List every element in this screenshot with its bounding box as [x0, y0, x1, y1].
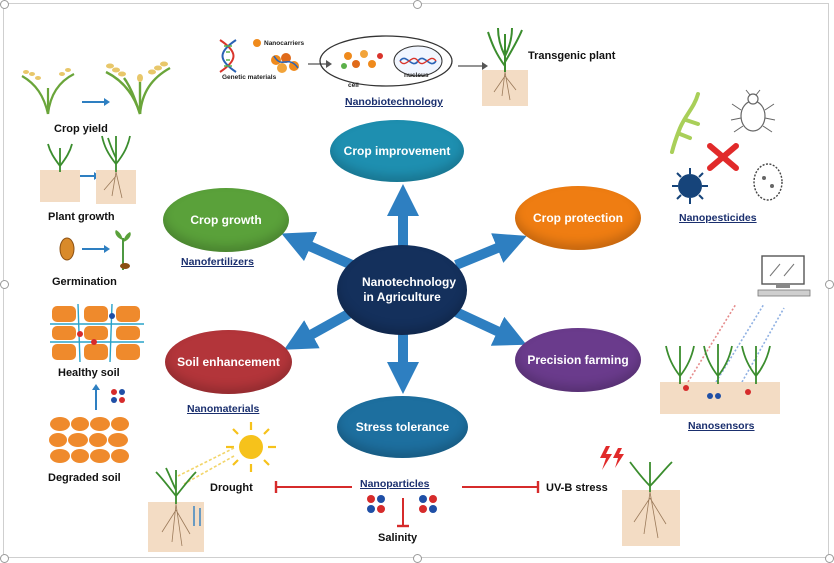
- node-crop-protection: Crop protection: [515, 186, 641, 250]
- healthy-soil-icon: [50, 303, 144, 363]
- soil-improvement-arrow: [92, 384, 100, 410]
- plant-growth-after-icon: [96, 135, 136, 204]
- center-hub-label: Nanotechnology in Agriculture: [362, 275, 457, 304]
- cross-icon: [707, 143, 739, 171]
- drought-plant-icon: [148, 467, 204, 552]
- label-nanomaterials: Nanomaterials: [187, 403, 260, 415]
- label-drought: Drought: [210, 482, 253, 494]
- node-stress-tolerance: Stress tolerance: [337, 396, 468, 458]
- node-crop-protection-label: Crop protection: [533, 211, 623, 225]
- bacteria-icon: [753, 163, 783, 201]
- resize-handle-top-left[interactable]: [0, 0, 9, 9]
- plant-growth-before-icon: [40, 143, 80, 202]
- arrow-to-soil-enhancement: [284, 307, 355, 350]
- arrow-to-crop-protection: [454, 233, 527, 270]
- inhibit-drought: [274, 481, 352, 493]
- dna-icon: [219, 39, 237, 73]
- node-crop-improvement-label: Crop improvement: [343, 144, 451, 158]
- label-cell: cell: [348, 82, 359, 89]
- resize-handle-left[interactable]: [0, 280, 9, 289]
- computer-icon: [757, 255, 811, 297]
- label-uvb-stress: UV-B stress: [546, 482, 608, 494]
- arrow-to-precision-farming: [453, 307, 527, 346]
- sun-rays: [177, 447, 235, 485]
- label-germination: Germination: [52, 276, 117, 288]
- label-nanosensors: Nanosensors: [688, 420, 755, 432]
- inhibit-salinity: [397, 498, 409, 528]
- germination-arrow: [82, 245, 110, 253]
- label-nucleus: nucleus: [404, 72, 429, 79]
- center-hub: Nanotechnology in Agriculture: [337, 245, 467, 335]
- fungus-icon: [670, 92, 700, 154]
- label-nanocarriers: Nanocarriers: [264, 40, 305, 47]
- nanoparticle-dots-right-icon: [419, 495, 437, 513]
- arrow-to-crop-growth: [281, 231, 355, 270]
- node-crop-growth: Crop growth: [163, 188, 289, 252]
- label-nanopesticides: Nanopesticides: [679, 212, 757, 224]
- label-plant-growth: Plant growth: [48, 211, 115, 223]
- insect-icon: [730, 89, 776, 133]
- label-transgenic-plant: Transgenic plant: [528, 50, 616, 62]
- seedling-icon: [115, 230, 131, 270]
- label-crop-yield: Crop yield: [54, 123, 108, 135]
- virus-icon: [672, 168, 708, 204]
- sensor-signal-waves: [687, 303, 785, 383]
- resize-handle-top[interactable]: [413, 0, 422, 9]
- node-soil-enhancement: Soil enhancement: [165, 330, 292, 394]
- node-precision-farming-label: Precision farming: [527, 353, 629, 367]
- node-soil-enhancement-label: Soil enhancement: [177, 355, 280, 369]
- label-genetic-materials: Genetic materials: [222, 74, 277, 81]
- crop-yield-after-icon: [105, 61, 171, 115]
- crop-yield-arrow: [82, 98, 110, 106]
- cell-diagram: [319, 35, 453, 87]
- transgenic-plant-icon: [482, 27, 528, 106]
- label-degraded-soil: Degraded soil: [48, 472, 121, 484]
- node-precision-farming: Precision farming: [515, 328, 641, 392]
- label-nanofertilizers: Nanofertilizers: [181, 256, 254, 268]
- label-nanoparticles: Nanoparticles: [360, 478, 430, 490]
- arrow-to-cell: [308, 60, 332, 68]
- crop-yield-before-icon: [21, 68, 75, 115]
- label-salinity: Salinity: [378, 532, 418, 544]
- precision-field-icon: [660, 344, 780, 414]
- nanoparticle-dots-left-icon: [367, 495, 385, 513]
- sun-icon: [226, 422, 276, 472]
- nanocarrier-cluster-icon: [271, 53, 299, 73]
- node-stress-tolerance-label: Stress tolerance: [355, 420, 450, 434]
- node-crop-growth-label: Crop growth: [190, 213, 262, 227]
- seed-icon: [59, 237, 75, 261]
- uvb-plant-icon: [622, 461, 680, 546]
- node-crop-improvement: Crop improvement: [330, 120, 464, 182]
- label-healthy-soil: Healthy soil: [58, 367, 120, 379]
- lightning-icon: [600, 446, 624, 470]
- degraded-soil-icon: [49, 417, 129, 463]
- nanocarrier-dot-icon: [253, 39, 261, 47]
- inhibit-uvb: [462, 481, 540, 493]
- label-nanobiotechnology: Nanobiotechnology: [345, 96, 443, 108]
- arrow-to-transgenic: [458, 62, 488, 70]
- nanoparticle-dots-icon: [111, 389, 125, 403]
